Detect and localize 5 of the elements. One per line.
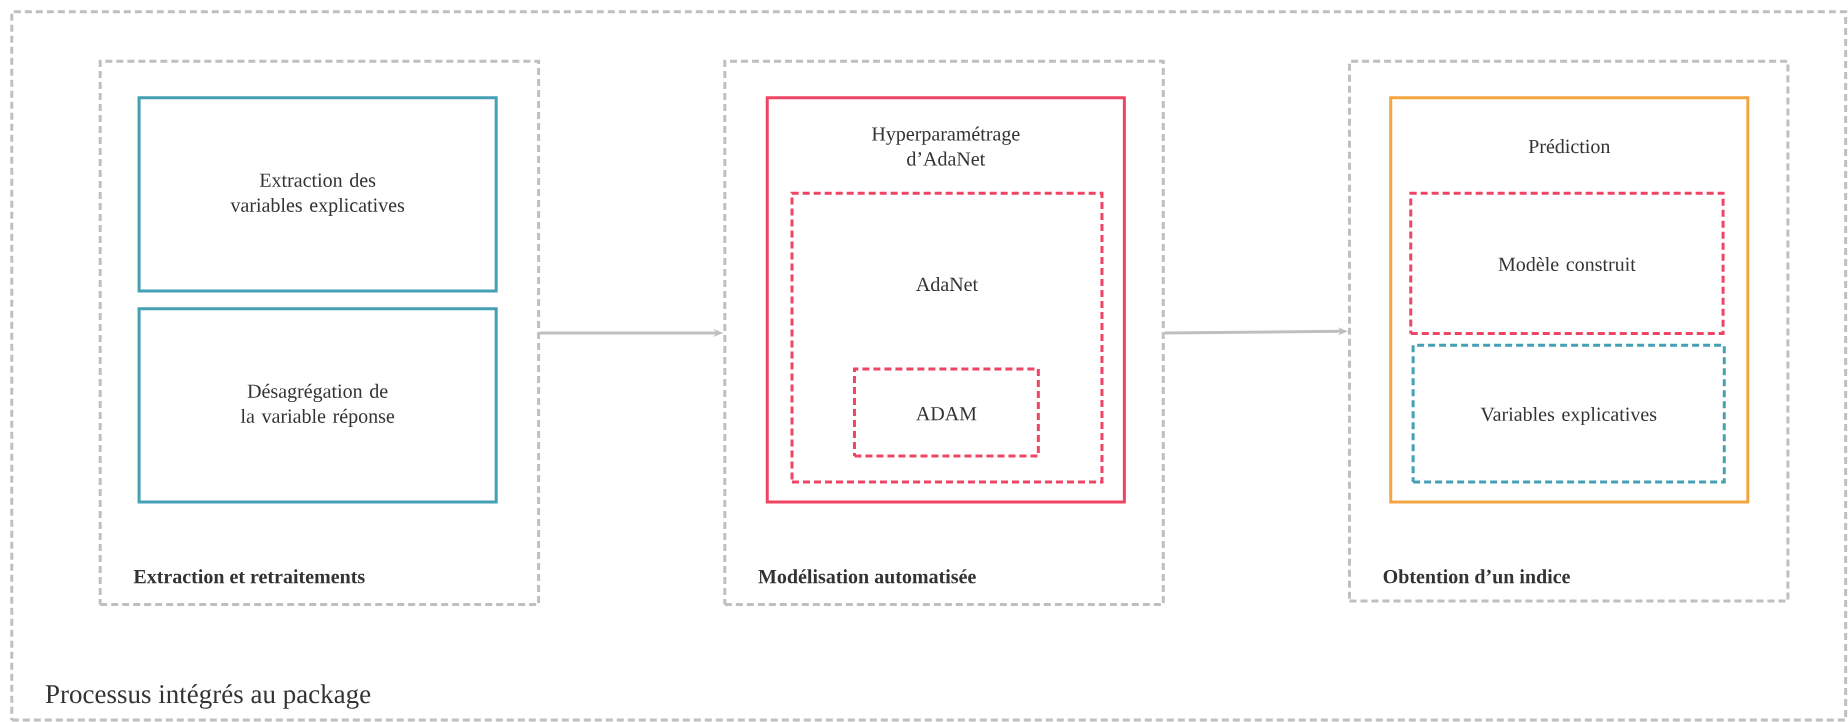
process-box: Variables explicatives <box>1411 343 1726 484</box>
process-box: Extraction des variables explicatives <box>137 96 498 293</box>
process-box: Modèle construit <box>1409 191 1725 335</box>
process-box: ADAM <box>852 367 1040 458</box>
process-box: Désagrégation de la variable réponse <box>137 307 498 504</box>
